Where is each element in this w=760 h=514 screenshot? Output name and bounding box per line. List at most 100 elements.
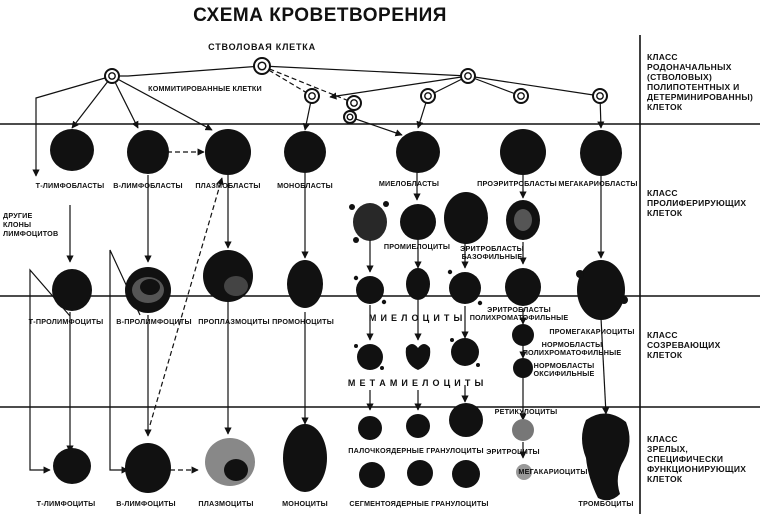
t-lymphocytes-label: Т-ЛИМФОЦИТЫ bbox=[36, 499, 96, 508]
band-granulocyte-cell bbox=[406, 414, 430, 438]
thrombocytes-label: ТРОМБОЦИТЫ bbox=[578, 499, 634, 508]
granule bbox=[353, 275, 359, 281]
promyelocyte-cell bbox=[444, 192, 488, 244]
arrow bbox=[261, 65, 355, 104]
granule bbox=[354, 344, 358, 348]
normoblast-oxyphilic-cell bbox=[513, 358, 533, 378]
granule bbox=[353, 237, 359, 243]
cells bbox=[50, 129, 630, 501]
metamyelocytes-label: М Е Т А М И Е Л О Ц И Т Ы bbox=[347, 378, 485, 388]
arrow bbox=[109, 249, 141, 474]
other-clones-label: ДРУГИЕ КЛОНЫ ЛИМФОЦИТОВ bbox=[3, 211, 59, 238]
granule bbox=[383, 201, 389, 207]
arrow bbox=[32, 75, 113, 177]
granule bbox=[450, 338, 454, 342]
stem-cell-label: СТВОЛОВАЯ КЛЕТКА bbox=[208, 42, 316, 52]
granule bbox=[349, 204, 355, 210]
megakaryocytes-label: МЕГАКАРИОЦИТЫ bbox=[518, 467, 588, 476]
arrow bbox=[71, 75, 113, 129]
b-lymphocyte-cell bbox=[125, 443, 171, 493]
metamyelocyte-cell bbox=[451, 338, 479, 366]
b-prolymphocytes-label: В-ПРОЛИМФОЦИТЫ bbox=[116, 317, 192, 326]
reticulocytes-label: РЕТИКУЛОЦИТЫ bbox=[494, 407, 558, 416]
class-mature-label: КЛАСС ЗРЕЛЫХ, СПЕЦИФИЧЕСКИ ФУНКЦИОНИРУЮЩ… bbox=[647, 434, 747, 484]
myeloblast-cell bbox=[396, 131, 440, 173]
promonocytes-label: ПРОМОНОЦИТЫ bbox=[272, 317, 334, 326]
arrow bbox=[261, 65, 313, 97]
segmented-granulocyte-cell bbox=[359, 462, 385, 488]
t-prolymphocytes-label: Т-ПРОЛИМФОЦИТЫ bbox=[28, 317, 104, 326]
erythroblast-polychromatophilic-cell bbox=[505, 268, 541, 306]
arrow bbox=[29, 268, 71, 474]
monoblasts-label: МОНОБЛАСТЫ bbox=[277, 181, 333, 190]
erythroblasts-polychromatophilic-label: ЭРИТРОБЛАСТЫ ПОЛИХРОМАТОФИЛЬНЫЕ bbox=[469, 305, 569, 322]
plasmoblast-cell bbox=[205, 129, 251, 175]
arrow bbox=[467, 75, 601, 99]
normoblasts-polychromatophilic-label: НОРМОБЛАСТЫ ПОЛИХРОМАТОФИЛЬНЫЕ bbox=[522, 340, 622, 357]
promyelocytes-label: ПРОМИЕЛОЦИТЫ bbox=[383, 242, 451, 251]
megakaryoblast-cell bbox=[580, 130, 622, 176]
metamyelocyte-cell bbox=[405, 344, 431, 370]
granule bbox=[380, 366, 384, 370]
band-granulocytes-label: ПАЛОЧКОЯДЕРНЫЕ ГРАНУЛОЦИТЫ bbox=[348, 446, 484, 455]
megakaryoblasts-label: МЕГАКАРИОБЛАСТЫ bbox=[558, 179, 638, 188]
monoblast-cell bbox=[284, 131, 326, 173]
promegakaryocytes-label: ПРОМЕГАКАРИОЦИТЫ bbox=[549, 327, 635, 336]
promegakaryocyte-cell bbox=[577, 260, 625, 320]
segmented-granulocyte-cell bbox=[452, 460, 480, 488]
arrow bbox=[111, 65, 263, 80]
arrow bbox=[467, 75, 522, 98]
arrow bbox=[111, 75, 139, 129]
myelocytes-label: М И Е Л О Ц И Т Ы bbox=[368, 313, 464, 323]
class-maturing-label: КЛАСС СОЗРЕВАЮЩИХ КЛЕТОК bbox=[647, 330, 721, 360]
plasmoblasts-label: ПЛАЗМОБЛАСТЫ bbox=[195, 181, 261, 190]
t-lymphoblast-cell bbox=[50, 129, 94, 171]
band-granulocyte-cell bbox=[358, 416, 382, 440]
monocyte-cell bbox=[283, 424, 327, 492]
myelocyte-cell bbox=[449, 272, 481, 304]
b-lymphoblasts-label: В-ЛИМФОБЛАСТЫ bbox=[113, 181, 183, 190]
granule bbox=[477, 300, 483, 306]
reticulocyte-cell bbox=[512, 419, 534, 441]
megakaryocyte-cell bbox=[582, 413, 630, 501]
promyelocyte-cell bbox=[353, 203, 387, 241]
b-lymphoblast-cell bbox=[127, 130, 169, 174]
segmented-granulocytes-label: СЕГМЕНТОЯДЕРНЫЕ ГРАНУЛОЦИТЫ bbox=[349, 499, 489, 508]
arrow bbox=[149, 177, 224, 426]
t-prolymphocyte-cell bbox=[52, 269, 92, 311]
myeloblasts-label: МИЕЛОБЛАСТЫ bbox=[378, 179, 440, 188]
committed-cells-label: КОММИТИРОВАННЫЕ КЛЕТКИ bbox=[148, 84, 262, 93]
myelocyte-cell bbox=[356, 276, 384, 304]
proplasmocytes-label: ПРОПЛАЗМОЦИТЫ bbox=[198, 317, 270, 326]
proerythroblasts-label: ПРОЭРИТРОБЛАСТЫ bbox=[477, 179, 557, 188]
arrow bbox=[111, 75, 213, 131]
page-title: СХЕМА КРОВЕТВОРЕНИЯ bbox=[193, 5, 447, 26]
normoblast-polychromatophilic-cell bbox=[512, 324, 534, 346]
segmented-granulocyte-cell bbox=[407, 460, 433, 486]
stem-cells bbox=[104, 57, 608, 124]
band-granulocyte-cell bbox=[449, 403, 483, 437]
class-proliferating-label: КЛАСС ПРОЛИФЕРИРУЮЩИХ КЛЕТОК bbox=[647, 188, 747, 218]
granule bbox=[476, 363, 480, 367]
class-stem-label: КЛАСС РОДОНАЧАЛЬНЫХ (СТВОЛОВЫХ) ПОЛИПОТЕ… bbox=[647, 52, 754, 112]
arrow bbox=[349, 116, 403, 137]
myelocyte-cell bbox=[406, 268, 430, 300]
erythrocyte-cell bbox=[516, 464, 532, 480]
b-lymphocytes-label: В-ЛИМФОЦИТЫ bbox=[116, 499, 176, 508]
t-lymphoblasts-label: Т-ЛИМФОБЛАСТЫ bbox=[35, 181, 105, 190]
erythroblasts-basophilic-label: ЭРИТРОБЛАСТЫ БАЗОФИЛЬНЫЕ bbox=[460, 244, 524, 261]
erythrocytes-label: ЭРИТРОЦИТЫ bbox=[486, 447, 540, 456]
metamyelocyte-cell bbox=[357, 344, 383, 370]
promyelocyte-cell bbox=[400, 204, 436, 240]
arrow bbox=[261, 65, 469, 80]
granule bbox=[447, 269, 453, 275]
arrow bbox=[600, 317, 610, 415]
proerythroblast-cell bbox=[500, 129, 546, 175]
normoblasts-oxyphilic-label: НОРМОБЛАСТЫ ОКСИФИЛЬНЫЕ bbox=[533, 361, 595, 378]
monocytes-label: МОНОЦИТЫ bbox=[282, 499, 328, 508]
promonocyte-cell bbox=[287, 260, 323, 308]
t-lymphocyte-cell bbox=[53, 448, 91, 484]
plasmocytes-label: ПЛАЗМОЦИТЫ bbox=[198, 499, 254, 508]
